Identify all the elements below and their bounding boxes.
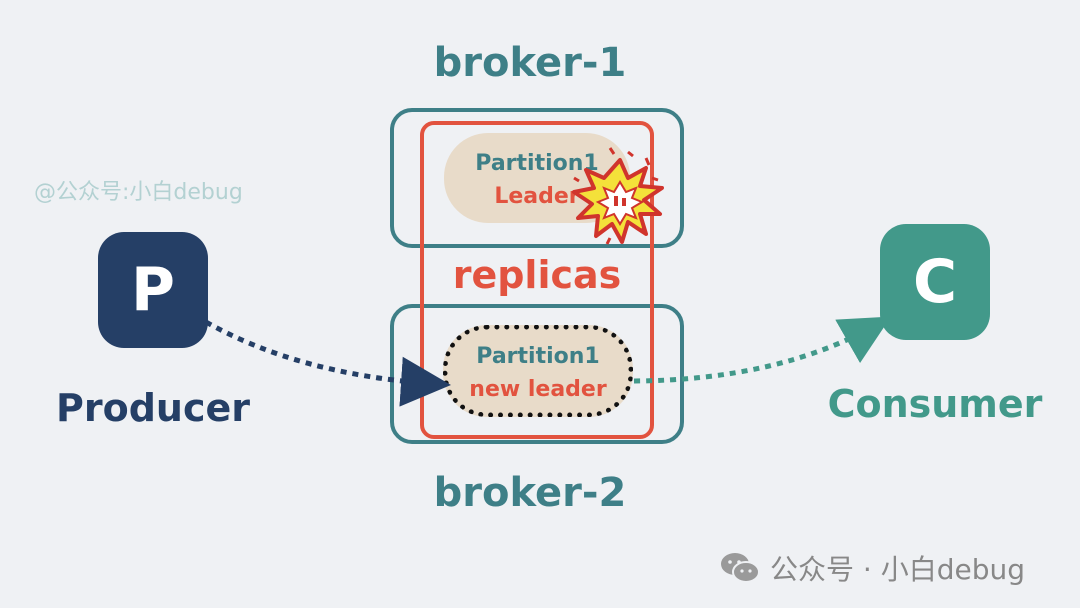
partition-old-role: Leader [494, 184, 580, 209]
replicas-label: replicas [452, 253, 622, 297]
watermark-bottom-text: 公众号 · 小白debug [770, 553, 1025, 586]
wechat-icon [721, 553, 760, 583]
consumer-arrow [633, 316, 892, 384]
replicas-box [420, 121, 654, 439]
broker-2-title: broker-2 [433, 470, 627, 516]
explosion-icon [572, 147, 664, 245]
broker-1-box [390, 108, 684, 248]
producer-node: P [98, 232, 208, 348]
partition-new-name: Partition1 [476, 344, 600, 369]
consumer-node: C [880, 224, 990, 340]
broker-2-box [390, 304, 684, 444]
watermark-bottom: 公众号 · 小白debug [720, 548, 1025, 588]
producer-arrow [204, 319, 451, 407]
partition-new-role: new leader [469, 377, 607, 402]
partition-new-leader: Partition1 new leader [443, 325, 633, 417]
watermark-top: @公众号:小白debug [34, 180, 243, 205]
consumer-label: Consumer [827, 382, 1043, 426]
broker-1-title: broker-1 [433, 40, 627, 86]
partition-old-name: Partition1 [475, 151, 599, 176]
producer-label: Producer [56, 386, 250, 430]
